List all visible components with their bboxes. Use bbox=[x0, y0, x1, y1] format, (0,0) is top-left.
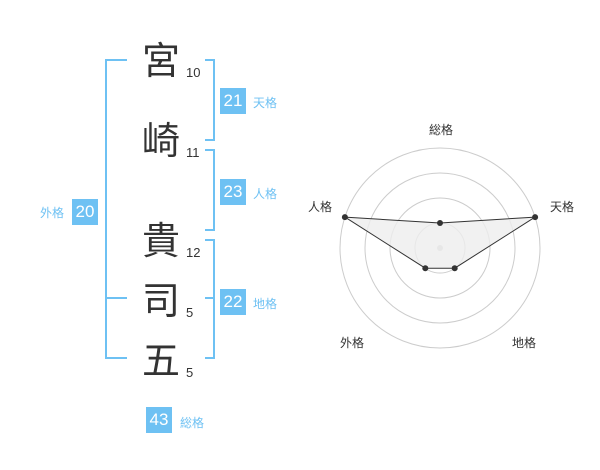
chikaku-value: 22 bbox=[220, 289, 246, 315]
radar-ring-4 bbox=[339, 147, 541, 349]
radar-axis-label-chikaku: 地格 bbox=[511, 336, 536, 350]
radar-axis-label-jinkaku: 人格 bbox=[307, 200, 332, 214]
radar-axis-label-tenkaku: 天格 bbox=[549, 200, 574, 214]
radar-chart bbox=[339, 147, 541, 349]
radar-point-1 bbox=[437, 220, 443, 226]
stroke-count-3: 12 bbox=[186, 245, 201, 260]
chikaku-label: 地格 bbox=[253, 297, 278, 311]
name-char-5: 五 bbox=[141, 339, 180, 383]
tenkaku-bracket bbox=[205, 59, 215, 141]
soukaku-label: 総格 bbox=[180, 416, 205, 430]
stroke-count-5: 5 bbox=[186, 365, 194, 380]
jinkaku-bracket bbox=[205, 149, 215, 231]
radar-ring-3 bbox=[364, 172, 516, 324]
stroke-count-1: 10 bbox=[186, 65, 201, 80]
name-char-2: 崎 bbox=[141, 119, 180, 163]
soukaku-value: 43 bbox=[146, 407, 172, 433]
name-char-3: 貴 bbox=[141, 219, 180, 263]
radar-point-3 bbox=[451, 265, 458, 272]
radar-point-2 bbox=[532, 214, 539, 221]
jinkaku-label: 人格 bbox=[253, 187, 278, 201]
gaikaku-label: 外格 bbox=[40, 206, 65, 220]
gaikaku-value: 20 bbox=[72, 199, 98, 225]
radar-area bbox=[344, 216, 536, 269]
jinkaku-value: 23 bbox=[220, 179, 246, 205]
name-char-4: 司 bbox=[141, 279, 180, 323]
radar-point-4 bbox=[422, 265, 429, 272]
tenkaku-value: 21 bbox=[220, 88, 246, 114]
radar-ring-2 bbox=[389, 197, 491, 299]
stroke-count-2: 11 bbox=[186, 145, 200, 160]
name-char-1: 宮 bbox=[141, 39, 180, 83]
gaikaku-bracket bbox=[105, 59, 127, 359]
radar-axis-label-soukaku: 総格 bbox=[428, 123, 453, 137]
radar-point-5 bbox=[341, 214, 348, 221]
tenkaku-label: 天格 bbox=[253, 96, 278, 110]
radar-axis-label-gaikaku: 外格 bbox=[339, 336, 364, 350]
stroke-count-4: 5 bbox=[186, 305, 194, 320]
bracket-lines bbox=[105, 59, 215, 359]
